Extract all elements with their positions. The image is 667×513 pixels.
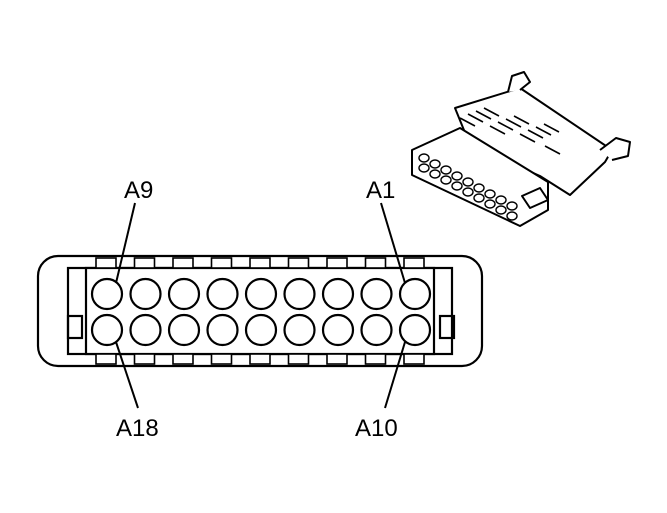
housing-notch — [287, 353, 310, 365]
pin-cavity — [398, 277, 432, 311]
housing-notch — [326, 257, 348, 269]
pin-cavity — [283, 277, 316, 311]
label-a1: A1 — [366, 177, 395, 204]
pin-cavity — [321, 277, 355, 311]
pin-cavity — [206, 277, 239, 311]
latch-tab-right — [599, 137, 631, 161]
pin-grid — [90, 277, 432, 347]
label-a18: A18 — [116, 415, 159, 442]
pin-cavity — [321, 313, 355, 347]
pin-cavity — [398, 313, 432, 347]
housing-notch — [210, 353, 233, 365]
housing-notch — [249, 353, 271, 365]
housing-notch — [403, 257, 425, 269]
connector-outer-frame — [36, 254, 484, 368]
housing-notch — [133, 257, 156, 269]
pin-cavity — [90, 277, 124, 311]
label-a9: A9 — [124, 177, 153, 204]
housing-notches — [95, 257, 425, 365]
front-cavities — [418, 153, 518, 221]
housing-notch — [326, 353, 348, 365]
housing-notch — [364, 257, 387, 269]
leader-a1 — [380, 202, 406, 284]
pin-cavity — [244, 313, 278, 347]
leader-lines — [115, 202, 406, 409]
housing-notch — [172, 257, 194, 269]
leader-a10 — [384, 341, 406, 409]
pin-cavity — [283, 313, 316, 347]
pin-cavity — [167, 313, 201, 347]
side-lock-clip — [521, 187, 549, 209]
label-a10: A10 — [355, 415, 398, 442]
housing-notch — [249, 257, 271, 269]
housing-notch — [95, 353, 117, 365]
pin-cavity — [129, 277, 162, 311]
connector-front-face — [411, 127, 549, 227]
housing-notch — [95, 257, 117, 269]
pin-cavity — [90, 313, 124, 347]
terminal-slots — [459, 107, 561, 155]
leader-a9 — [115, 202, 136, 284]
housing-notch — [364, 353, 387, 365]
latch-tab-top — [507, 71, 531, 93]
housing-notch — [172, 353, 194, 365]
leader-a18 — [115, 341, 139, 409]
left-side-tab — [66, 314, 84, 340]
pin-cavity — [360, 277, 393, 311]
housing-notch — [287, 257, 310, 269]
pin-cavity — [360, 313, 393, 347]
housing-notch — [133, 353, 156, 365]
pin-cavity — [244, 277, 278, 311]
connector-face-view — [36, 254, 484, 368]
housing-notch — [403, 353, 425, 365]
pin-cavity — [167, 277, 201, 311]
right-side-tab — [438, 314, 456, 340]
pin-cavity — [129, 313, 162, 347]
connector-illustration — [411, 71, 631, 227]
pin-cavity — [206, 313, 239, 347]
housing-notch — [210, 257, 233, 269]
